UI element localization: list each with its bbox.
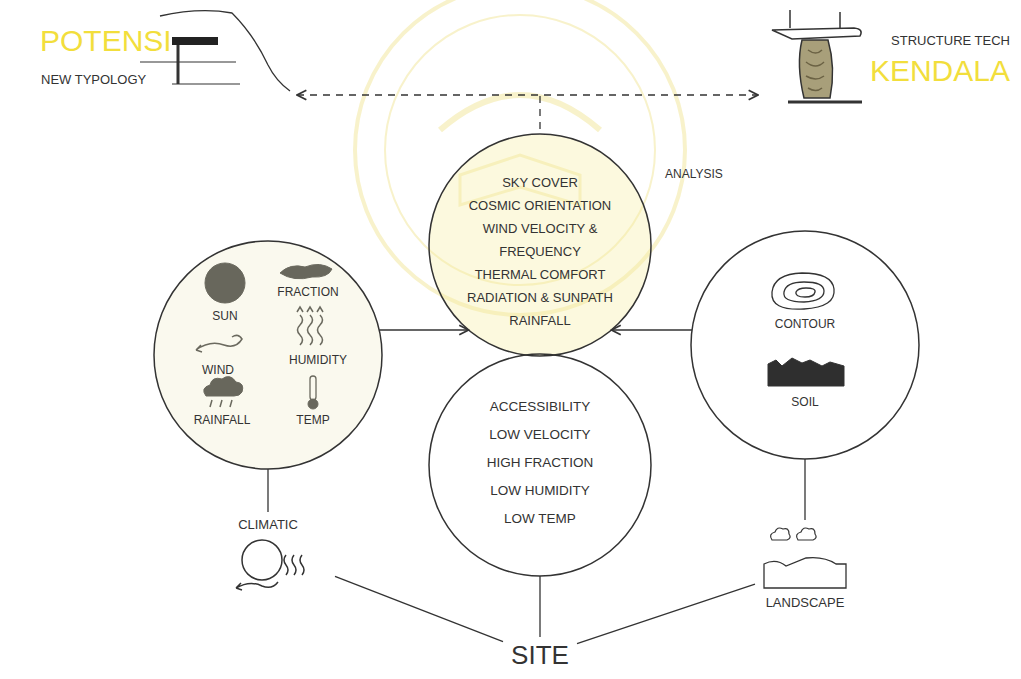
connector-line <box>267 469 268 512</box>
climatic-label-group: CLIMATIC <box>215 512 335 594</box>
terrain-icons <box>768 273 844 386</box>
cloud <box>797 528 817 540</box>
node-label: SUN <box>212 310 237 324</box>
sun-outline <box>242 540 282 580</box>
soil-icon <box>768 358 844 386</box>
slope-line <box>160 11 290 91</box>
climatic-sketch <box>236 540 304 590</box>
platform-post <box>790 10 840 28</box>
node-label: ANALYSIS <box>665 168 723 182</box>
connector-line <box>335 576 503 641</box>
contour-line <box>796 288 815 297</box>
node-label: CONTOUR <box>775 318 835 332</box>
node-label: LANDSCAPE <box>766 596 845 611</box>
node-label: NEW TYPOLOGY <box>41 73 146 88</box>
node-label: KENDALA <box>870 54 1010 89</box>
hill-outline <box>764 558 846 588</box>
analysis-circle: ANALYSISSKY COVERCOSMIC ORIENTATIONWIND … <box>428 133 652 357</box>
node-label: STRUCTURE TECH <box>891 34 1010 49</box>
list-item: WIND VELOCITY & FREQUENCY <box>454 217 626 263</box>
list-item: SKY COVER <box>454 171 626 194</box>
structure-sketch <box>772 10 862 102</box>
site-title: SITE <box>503 637 577 675</box>
list-item: RAINFALL <box>454 309 626 332</box>
node-label: FRACTION <box>277 286 338 300</box>
node-label: POTENSI <box>40 24 172 59</box>
connector-line <box>539 576 540 637</box>
list-item: LOW HUMIDITY <box>450 477 630 505</box>
node-label: HUMIDITY <box>289 354 347 368</box>
node-label: TEMP <box>296 414 329 428</box>
circle-shape <box>429 354 651 576</box>
list-item: RADIATION & SUNPATH <box>454 286 626 309</box>
list-item: ACCESSIBILITY <box>450 393 630 421</box>
circle-shape <box>429 134 651 356</box>
circle-shape <box>154 241 382 469</box>
node-label: SOIL <box>791 396 818 410</box>
node-label: RAINFALL <box>194 414 251 428</box>
list-item: LOW VELOCITY <box>450 421 630 449</box>
site-condition-circle: ACCESSIBILITYLOW VELOCITYHIGH FRACTIONLO… <box>428 353 652 577</box>
list-item: HIGH FRACTION <box>450 449 630 477</box>
humidity-marks <box>284 555 304 575</box>
platform <box>772 28 861 39</box>
wind-swirl <box>236 582 278 590</box>
cantilever-beam <box>172 37 218 45</box>
base-line <box>788 101 862 104</box>
cantilever-post <box>177 45 180 84</box>
dashed-lead-line <box>539 96 540 131</box>
connector-line <box>577 584 755 643</box>
constraint-group: STRUCTURE TECH KENDALA <box>758 4 1014 110</box>
contour-line <box>772 273 834 309</box>
connector-line <box>804 459 805 520</box>
landscape-label-group: LANDSCAPE <box>755 520 855 615</box>
node-label: CLIMATIC <box>238 518 298 533</box>
list-item: THERMAL COMFORT <box>454 263 626 286</box>
circle-outline <box>690 230 920 460</box>
list-item: COSMIC ORIENTATION <box>454 194 626 217</box>
text-stack: SKY COVERCOSMIC ORIENTATIONWIND VELOCITY… <box>454 171 626 332</box>
circle-shape <box>691 231 919 459</box>
text-stack: ACCESSIBILITYLOW VELOCITYHIGH FRACTIONLO… <box>450 393 630 533</box>
terrain-circle: CONTOUR SOIL <box>690 230 920 460</box>
watermark-arc <box>440 95 600 130</box>
cloud <box>771 528 791 540</box>
trunk <box>799 40 832 98</box>
contour-line <box>784 282 824 302</box>
connector-arrow <box>297 94 758 95</box>
ground-line <box>172 83 240 84</box>
circle-outline <box>153 240 383 470</box>
connector-arrow <box>379 329 468 330</box>
climate-circle: SUN FRACTION WIND HUMIDITY RAINFALL TEMP <box>153 240 383 470</box>
node-label: SITE <box>511 641 569 671</box>
trunk-texture <box>806 50 824 91</box>
landscape-sketch <box>764 528 846 588</box>
list-item: LOW TEMP <box>450 505 630 533</box>
potential-group: POTENSI NEW TYPOLOGY <box>35 12 297 107</box>
connector-arrow <box>611 329 692 330</box>
node-label: WIND <box>202 364 234 378</box>
ground-line <box>140 61 236 62</box>
